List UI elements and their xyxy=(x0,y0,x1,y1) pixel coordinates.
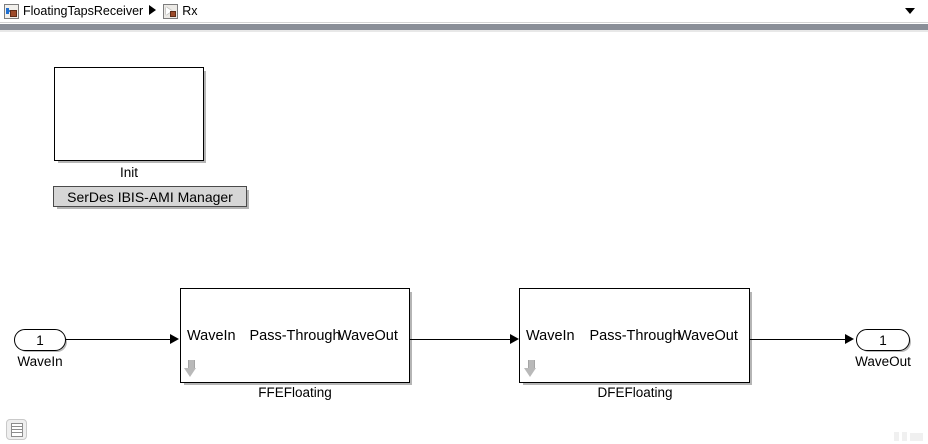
toolstrip-divider-shadow xyxy=(0,30,928,32)
block-ffefloating-outport-label: WaveOut xyxy=(338,328,398,344)
breadcrumb-dropdown-button[interactable] xyxy=(898,0,922,22)
breadcrumb-separator-icon xyxy=(145,4,159,18)
down-arrow-icon-ffefloating[interactable] xyxy=(184,360,197,378)
status-bar xyxy=(0,414,928,444)
outport-waveout-number: 1 xyxy=(879,332,887,348)
block-ffefloating[interactable] xyxy=(180,288,410,383)
signal-arrow-out xyxy=(845,334,854,344)
serdes-ibis-ami-manager-button[interactable]: SerDes IBIS-AMI Manager xyxy=(53,186,247,207)
resize-grip-icon[interactable] xyxy=(894,429,924,441)
block-dfefloating-inport-label: WaveIn xyxy=(526,328,575,344)
block-ffefloating-label: FFEFloating xyxy=(258,385,332,400)
model-browser-icon[interactable] xyxy=(6,419,27,440)
block-init-label: Init xyxy=(119,165,139,180)
block-ffefloating-center-label: Pass-Through xyxy=(249,328,341,344)
breadcrumb-item-subsystem[interactable]: Rx xyxy=(159,0,199,23)
inport-wavein[interactable]: 1 xyxy=(14,329,66,351)
signal-line-dfe-to-out[interactable] xyxy=(750,339,845,340)
breadcrumb-item-model-label: FloatingTapsReceiver xyxy=(23,4,144,18)
block-dfefloating-outport-label: WaveOut xyxy=(678,328,738,344)
block-dfefloating-label: DFEFloating xyxy=(597,385,673,400)
block-dfefloating-center-label: Pass-Through xyxy=(589,328,681,344)
down-arrow-icon-dfefloating[interactable] xyxy=(524,360,537,378)
simulink-model-icon xyxy=(4,3,19,19)
block-ffefloating-inport-label: WaveIn xyxy=(187,328,236,344)
outport-waveout-label: WaveOut xyxy=(855,354,911,369)
breadcrumb-bar: FloatingTapsReceiver Rx xyxy=(0,0,928,23)
subsystem-icon xyxy=(163,3,179,19)
toolstrip-divider xyxy=(0,24,928,30)
outport-waveout[interactable]: 1 xyxy=(856,329,910,351)
inport-wavein-label: WaveIn xyxy=(17,354,63,369)
block-init[interactable] xyxy=(54,67,204,161)
signal-arrow-ffe-in xyxy=(170,334,179,344)
signal-line-ffe-to-dfe[interactable] xyxy=(410,339,510,340)
block-dfefloating[interactable] xyxy=(519,288,750,383)
chevron-down-icon xyxy=(905,8,915,14)
model-canvas[interactable]: Init SerDes IBIS-AMI Manager 1 WaveIn Wa… xyxy=(0,32,928,444)
breadcrumb-item-subsystem-label: Rx xyxy=(182,4,198,18)
breadcrumb-item-model[interactable]: FloatingTapsReceiver xyxy=(0,0,145,23)
inport-wavein-number: 1 xyxy=(36,332,44,348)
signal-arrow-dfe-in xyxy=(510,334,519,344)
signal-line-in-to-ffe[interactable] xyxy=(66,339,170,340)
